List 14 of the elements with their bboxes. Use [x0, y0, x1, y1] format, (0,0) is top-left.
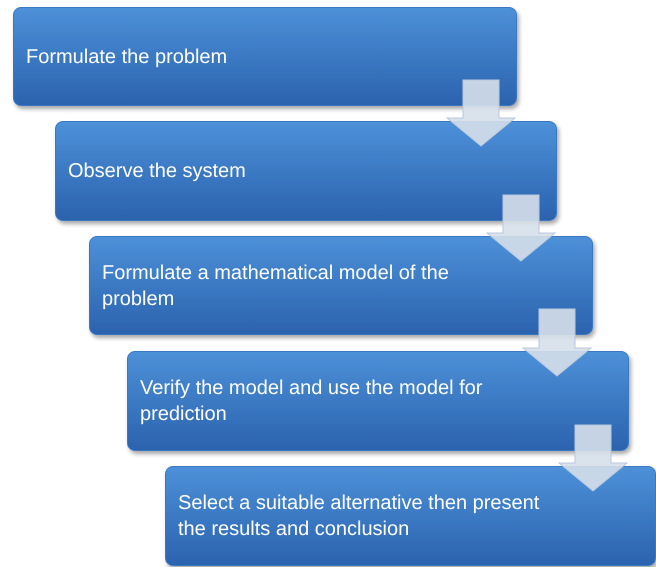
process-box: [89, 236, 593, 335]
process-box: [13, 7, 517, 106]
block-arrow: [558, 424, 628, 492]
step-text: Observe the system: [68, 159, 247, 184]
process-box: [55, 121, 557, 221]
block-arrow: [446, 80, 516, 147]
process-box: [127, 351, 629, 451]
step-text: Formulate a mathematical model of the problem: [102, 260, 450, 312]
step-text: Formulate the problem: [26, 44, 228, 70]
step-text: Select a suitable alternative then present the results and conclusion: [178, 491, 540, 542]
process-box: [165, 466, 656, 566]
step-text: Verify the model and use the model for prediction: [140, 376, 484, 427]
block-arrow: [522, 308, 592, 377]
block-arrow: [486, 194, 556, 262]
